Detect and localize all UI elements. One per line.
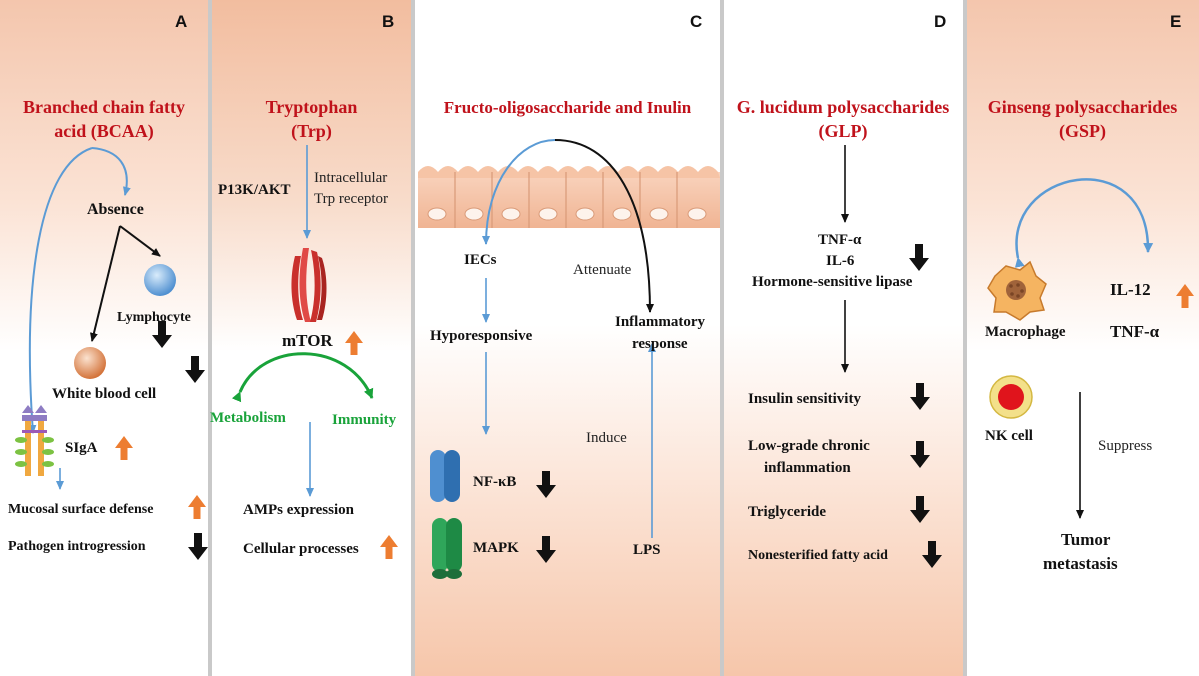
panel-c xyxy=(415,0,720,676)
amps-label: AMPs expression xyxy=(243,502,354,518)
insulin-label: Insulin sensitivity xyxy=(748,391,861,407)
hyporesponsive-label: Hyporesponsive xyxy=(430,328,533,344)
tumor-line1: Tumor xyxy=(1061,530,1111,549)
mucosal-defense-label: Mucosal surface defense xyxy=(8,502,154,517)
siga-label: SIgA xyxy=(65,440,98,456)
panel-d-letter: D xyxy=(934,12,947,31)
inflammatory-line2: response xyxy=(632,336,688,352)
panel-a-letter: A xyxy=(175,12,188,31)
divider-cd xyxy=(720,0,724,676)
nk-cell-label: NK cell xyxy=(985,428,1033,444)
panel-a-title-line1: Branched chain fatty xyxy=(23,97,185,117)
panel-a-graphics xyxy=(15,147,208,560)
panel-e-letter: E xyxy=(1170,12,1182,31)
lowgrade-line2: inflammation xyxy=(764,460,851,476)
pathogen-label: Pathogen introgression xyxy=(8,539,146,554)
panel-b xyxy=(211,0,412,676)
divider-bc xyxy=(411,0,415,676)
attenuate-label: Attenuate xyxy=(573,262,632,278)
inflammatory-line1: Inflammatory xyxy=(615,314,705,330)
panel-e-graphics xyxy=(987,178,1194,519)
panel-c-graphics xyxy=(418,139,720,579)
macrophage-icon xyxy=(987,260,1047,321)
mapk-icon xyxy=(432,518,462,579)
tumor-line2: metastasis xyxy=(1043,554,1118,573)
il6-label: IL-6 xyxy=(826,253,855,269)
panel-a-title-line2: acid (BCAA) xyxy=(54,121,154,141)
panel-a xyxy=(0,0,208,676)
white-blood-cell-icon xyxy=(74,347,106,379)
nk-cell-icon xyxy=(989,375,1033,419)
panel-e-title-line2: (GSP) xyxy=(1059,121,1106,141)
nefa-label: Nonesterified fatty acid xyxy=(748,548,888,563)
panel-e-title-line1: Ginseng polysaccharides xyxy=(987,97,1178,117)
panel-b-title-line2: (Trp) xyxy=(291,121,332,141)
receptor-line2: Trp receptor xyxy=(314,191,389,207)
iecs-label: IECs xyxy=(464,252,497,268)
induce-label: Induce xyxy=(586,430,627,446)
intestinal-epithelium-icon xyxy=(418,166,720,228)
siga-antibody-icon xyxy=(15,405,54,476)
cellular-label: Cellular processes xyxy=(243,541,359,557)
lipase-label: Hormone-sensitive lipase xyxy=(752,274,913,290)
nfkb-label: NF-κB xyxy=(473,474,517,490)
panel-b-title-line1: Tryptophan xyxy=(265,97,358,117)
mapk-label: MAPK xyxy=(473,540,519,556)
pi3k-akt-label: P13K/AKT xyxy=(218,182,291,198)
triglyceride-label: Triglyceride xyxy=(748,504,827,520)
panel-b-graphics xyxy=(231,145,398,559)
panel-c-title: Fructo-oligosaccharide and Inulin xyxy=(443,98,692,117)
immunity-label: Immunity xyxy=(332,412,397,428)
panel-e xyxy=(966,0,1199,676)
lymphocyte-icon xyxy=(144,264,176,296)
metabolism-label: Metabolism xyxy=(210,410,286,426)
white-blood-cell-label: White blood cell xyxy=(52,386,157,402)
mtor-label: mTOR xyxy=(282,331,333,350)
panel-d xyxy=(723,0,963,676)
mtor-icon xyxy=(291,248,327,322)
tnf-alpha-e-label: TNF-α xyxy=(1110,322,1160,341)
panel-b-letter: B xyxy=(382,12,395,31)
tnf-alpha-label: TNF-α xyxy=(818,232,862,248)
receptor-line1: Intracellular xyxy=(314,170,388,186)
lymphocyte-label: Lymphocyte xyxy=(117,310,191,325)
panel-d-title-line2: (GLP) xyxy=(818,121,868,141)
lps-label: LPS xyxy=(633,542,661,558)
nfkb-icon xyxy=(430,450,460,502)
il12-label: IL-12 xyxy=(1110,280,1151,299)
divider-de xyxy=(963,0,967,676)
divider-ab xyxy=(208,0,212,676)
lowgrade-line1: Low-grade chronic xyxy=(748,438,870,454)
macrophage-label: Macrophage xyxy=(985,324,1066,340)
panel-c-letter: C xyxy=(690,12,703,31)
panel-d-title-line1: G. lucidum polysaccharides xyxy=(736,97,950,117)
absence-label: Absence xyxy=(87,201,144,218)
suppress-label: Suppress xyxy=(1098,438,1153,454)
panel-d-graphics xyxy=(841,145,942,568)
